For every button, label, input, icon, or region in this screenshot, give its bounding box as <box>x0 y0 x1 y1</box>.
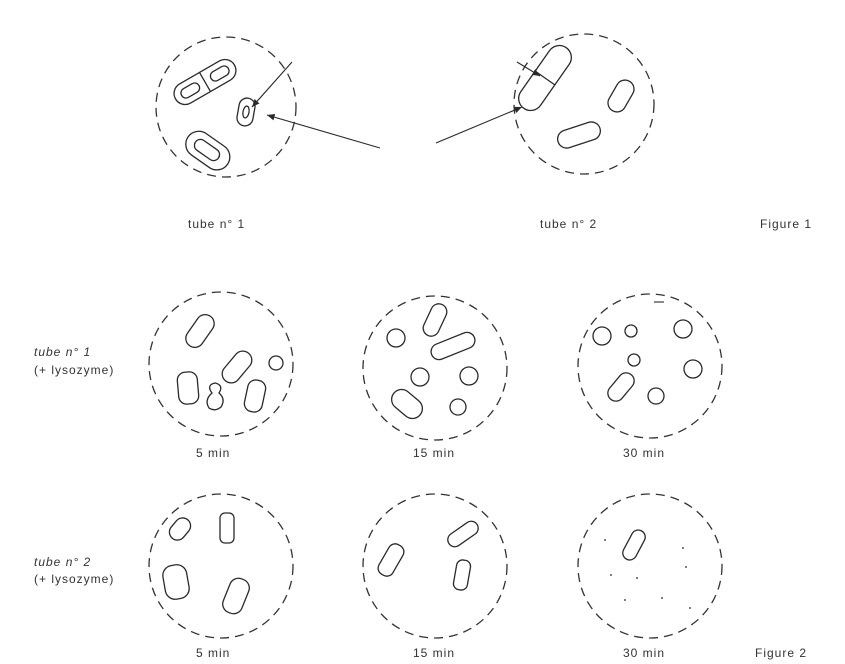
rod-cell <box>219 347 256 386</box>
rod-cell <box>445 519 481 550</box>
cell-with-inclusion <box>181 126 235 175</box>
row2-30min-field <box>578 494 722 638</box>
spheroplast <box>684 360 702 378</box>
row2-tube-label: tube n° 2 <box>34 555 91 569</box>
row1-sub-label: (+ lysozyme) <box>34 363 114 377</box>
rod-cell <box>421 301 450 339</box>
row2-5min-field <box>149 494 293 638</box>
rod-cell <box>220 576 252 617</box>
microscope-field <box>514 34 654 174</box>
row1-time-30min: 30 min <box>623 446 665 460</box>
row1-time-5min: 5 min <box>196 446 230 460</box>
row1-time-15min: 15 min <box>413 446 455 460</box>
rod-cell <box>220 513 234 543</box>
rod-cell <box>166 515 194 544</box>
rod-cell <box>177 371 200 405</box>
arrow-to-tube1 <box>267 115 380 148</box>
figure1-tube1-field <box>156 37 296 177</box>
row1-30min-field <box>578 294 722 438</box>
microscope-field <box>578 294 722 438</box>
row1-tube-label: tube n° 1 <box>34 345 91 359</box>
dividing-cell <box>170 55 240 108</box>
debris-dot <box>636 577 638 579</box>
row1-5min-field <box>149 292 293 436</box>
spheroplast <box>593 327 611 345</box>
dividing-cell <box>514 41 576 115</box>
rod-cell <box>555 120 602 151</box>
rod-cell <box>376 541 407 578</box>
spheroplast <box>387 329 405 347</box>
spheroplast <box>269 356 283 370</box>
row2-time-5min: 5 min <box>196 646 230 660</box>
debris-dot <box>685 566 687 568</box>
debris-dot <box>682 547 684 549</box>
bulging-cell <box>207 383 223 410</box>
figure1-tube2-field <box>514 34 654 174</box>
pointer-line <box>252 62 292 107</box>
debris-dot <box>610 574 612 576</box>
row1-15min-field <box>363 296 507 440</box>
debris-dot <box>661 597 663 599</box>
row2-15min-field <box>363 494 507 638</box>
spheroplast <box>450 399 466 415</box>
debris-dot <box>624 599 626 601</box>
row2-time-15min: 15 min <box>413 646 455 660</box>
rod-cell <box>605 77 638 115</box>
row2-time-30min: 30 min <box>623 646 665 660</box>
spheroplast <box>628 354 640 366</box>
microscope-field <box>156 37 296 177</box>
rod-cell <box>243 378 267 413</box>
spheroplast <box>460 367 478 385</box>
figure1: tube n° 1 tube n° 2 Figure 1 <box>156 34 812 231</box>
arrow-to-tube2 <box>436 107 522 143</box>
debris-dot <box>689 607 691 609</box>
microscope-field <box>578 494 722 638</box>
rod-cell <box>605 370 638 405</box>
microscope-field <box>363 494 507 638</box>
tube2-label: tube n° 2 <box>540 217 597 231</box>
spheroplast <box>625 325 637 337</box>
rod-cell <box>388 385 427 422</box>
small-cell <box>236 97 257 127</box>
figure2: tube n° 1 (+ lysozyme) tube n° 2 (+ lyso… <box>34 292 807 660</box>
spheroplast <box>648 388 664 404</box>
spheroplast <box>674 320 692 338</box>
rod-cell <box>161 563 191 601</box>
tube1-label: tube n° 1 <box>188 217 245 231</box>
rod-cell <box>453 559 472 591</box>
microscope-field <box>149 292 293 436</box>
row2-sub-label: (+ lysozyme) <box>34 572 114 586</box>
debris-dot <box>604 539 606 541</box>
rod-cell <box>182 311 217 351</box>
figure2-label: Figure 2 <box>755 646 807 660</box>
spheroplast <box>411 368 429 386</box>
rod-cell <box>620 528 647 563</box>
microscope-field <box>363 296 507 440</box>
figure1-label: Figure 1 <box>760 217 812 231</box>
